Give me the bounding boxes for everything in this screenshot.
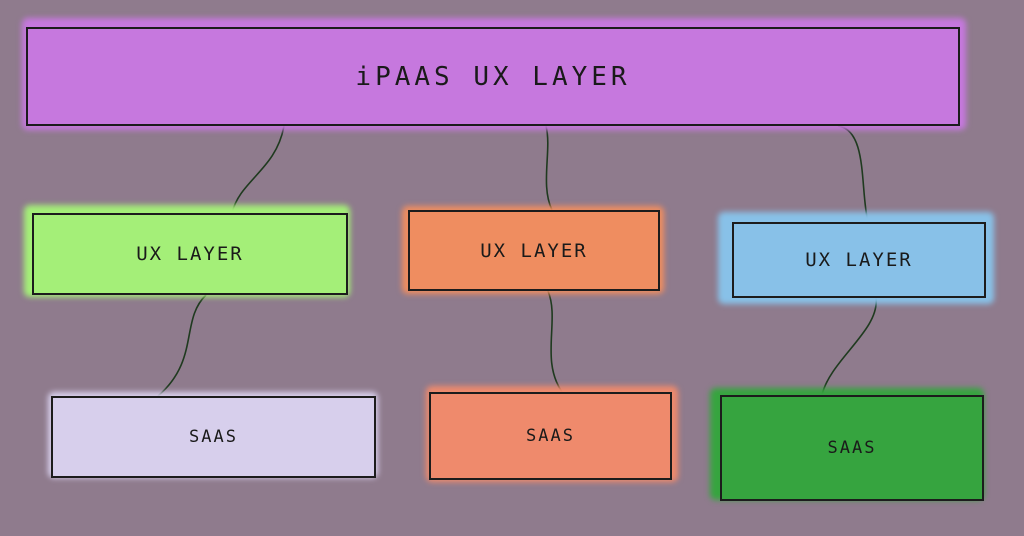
ux-layer-box-3: UX LAYER bbox=[732, 222, 986, 298]
connector-top-to-ux-1 bbox=[231, 125, 285, 214]
connector-ux-1-to-saas-1 bbox=[157, 294, 207, 397]
connector-top-to-ux-3 bbox=[837, 125, 869, 223]
ux-layer-label-2: UX LAYER bbox=[480, 239, 588, 262]
connector-top-to-ux-2 bbox=[545, 125, 553, 211]
ux-layer-label-3: UX LAYER bbox=[805, 249, 913, 271]
saas-box-3: SAAS bbox=[720, 395, 984, 501]
ipaas-ux-layer-label: iPAAS UX LAYER bbox=[355, 61, 631, 92]
ux-layer-box-2: UX LAYER bbox=[408, 210, 660, 291]
saas-box-1: SAAS bbox=[51, 396, 376, 478]
ipaas-ux-layer-box: iPAAS UX LAYER bbox=[26, 27, 960, 126]
saas-box-2: SAAS bbox=[429, 392, 672, 480]
saas-label-1: SAAS bbox=[189, 427, 238, 447]
saas-label-2: SAAS bbox=[526, 426, 575, 446]
connector-ux-2-to-saas-2 bbox=[547, 290, 563, 393]
ux-layer-box-1: UX LAYER bbox=[32, 213, 348, 295]
connector-ux-3-to-saas-3 bbox=[821, 297, 877, 396]
saas-label-3: SAAS bbox=[827, 438, 877, 458]
ux-layer-label-1: UX LAYER bbox=[136, 243, 244, 265]
